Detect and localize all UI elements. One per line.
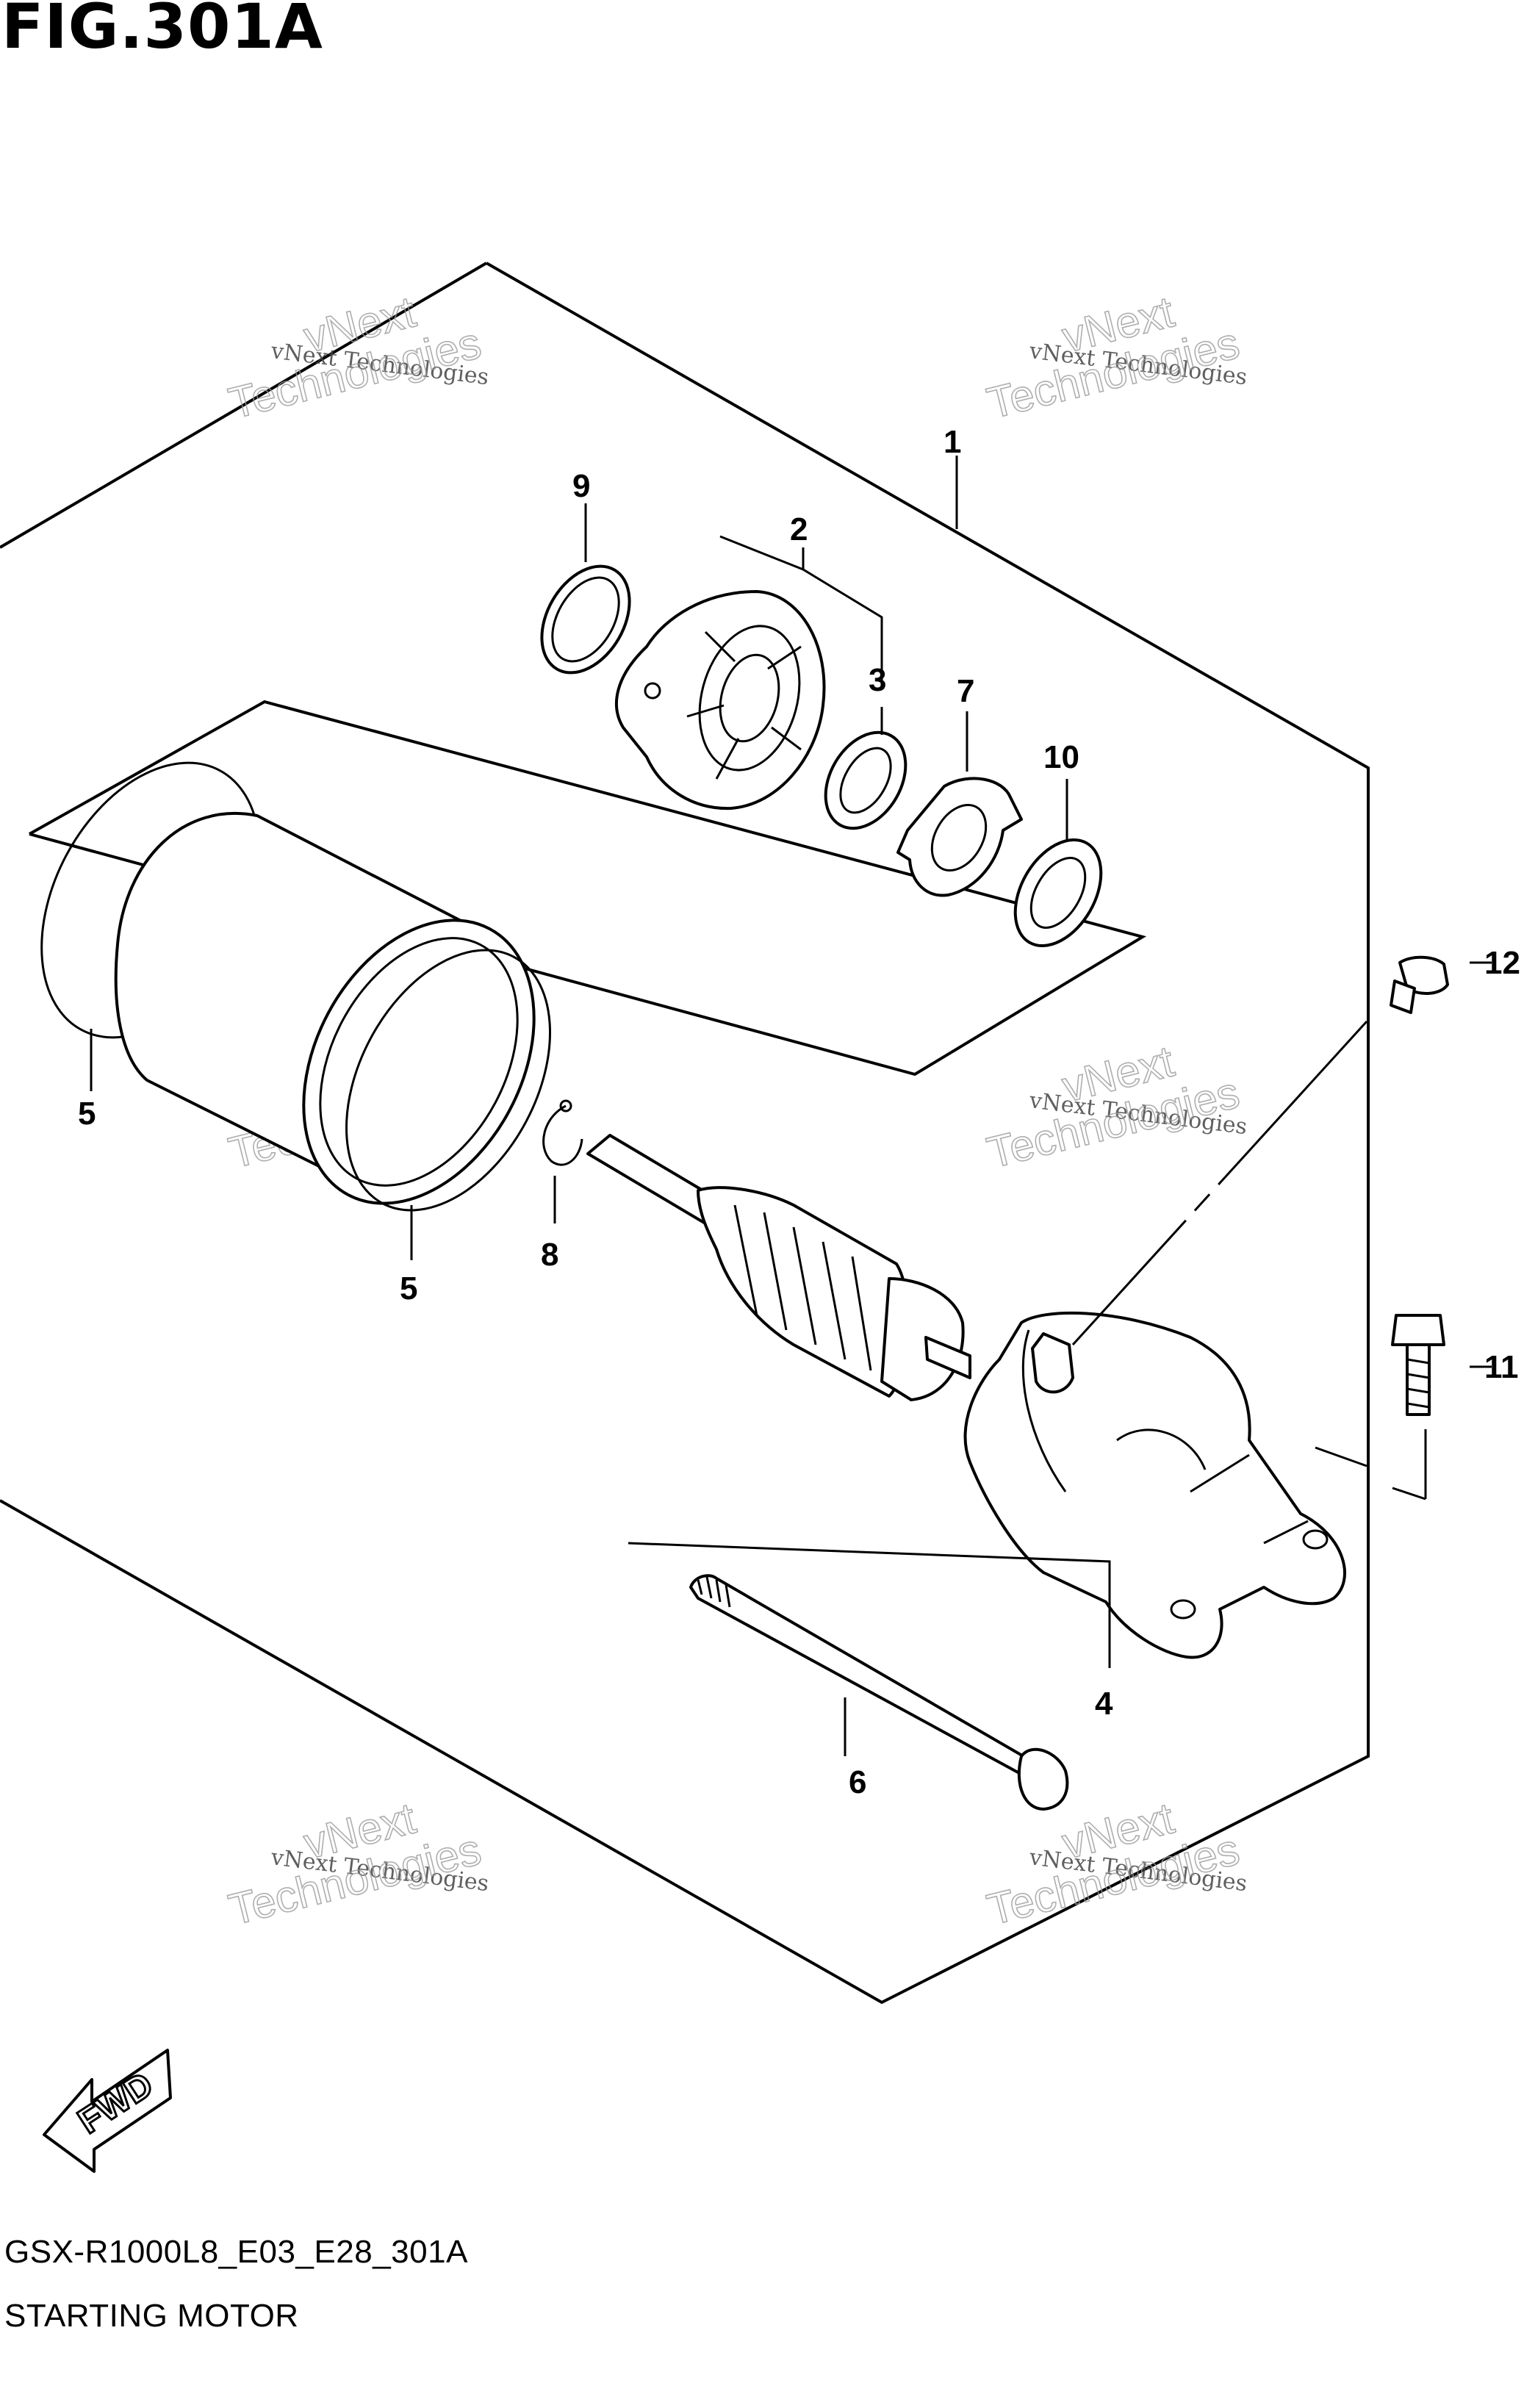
part-2-end-housing <box>614 590 826 811</box>
callout-11: 11 <box>1484 1349 1519 1385</box>
part-9-o-ring <box>540 564 631 675</box>
callout-10: 10 <box>1043 739 1079 775</box>
callout-9: 9 <box>572 468 590 504</box>
assembly-outline <box>0 262 1370 2005</box>
part-3-oil-seal <box>824 730 907 830</box>
callout-2: 2 <box>790 511 808 547</box>
part-6-through-bolt <box>689 1574 1069 1811</box>
part-11-bolt <box>1391 1314 1445 1416</box>
callout-6: 6 <box>849 1764 866 1800</box>
watermark-mid-right: vNext Technologies vNext Technologies <box>982 1036 1248 1179</box>
part-7-washer-plate <box>896 777 1023 897</box>
watermark-top-right: vNext Technologies vNext Technologies <box>982 287 1248 429</box>
watermark-bottom-left: vNext Technologies vNext Technologies <box>223 1793 490 1936</box>
motor-yoke <box>114 811 536 1205</box>
armature <box>586 1134 971 1401</box>
part-12-bolt <box>1390 955 1449 1014</box>
part-10-washer <box>1013 838 1103 948</box>
part-4-housing-bracket <box>963 1311 1346 1659</box>
section-name: STARTING MOTOR <box>4 2298 299 2334</box>
watermark-top-left: vNext Technologies vNext Technologies <box>223 287 490 429</box>
watermark-bottom-right: vNext Technologies vNext Technologies <box>982 1793 1248 1936</box>
subgroup-outline <box>29 700 1147 1077</box>
page-title: FIG.301A <box>1 0 323 62</box>
callout-5-left: 5 <box>78 1096 96 1132</box>
model-code: GSX-R1000L8_E03_E28_301A <box>4 2234 468 2270</box>
callout-1: 1 <box>943 424 961 460</box>
assembly-outline-left <box>0 262 488 549</box>
callout-5-right: 5 <box>400 1271 417 1307</box>
callout-8: 8 <box>541 1237 558 1273</box>
callout-12: 12 <box>1484 945 1520 981</box>
callout-7: 7 <box>957 673 974 709</box>
callout-3: 3 <box>869 662 886 698</box>
fwd-arrow-icon: FWD <box>43 2049 172 2173</box>
callout-4: 4 <box>1095 1686 1113 1722</box>
leader-lines <box>90 456 1492 1756</box>
part-8-circlip <box>542 1099 583 1166</box>
part-5-o-ring-right <box>345 949 552 1212</box>
